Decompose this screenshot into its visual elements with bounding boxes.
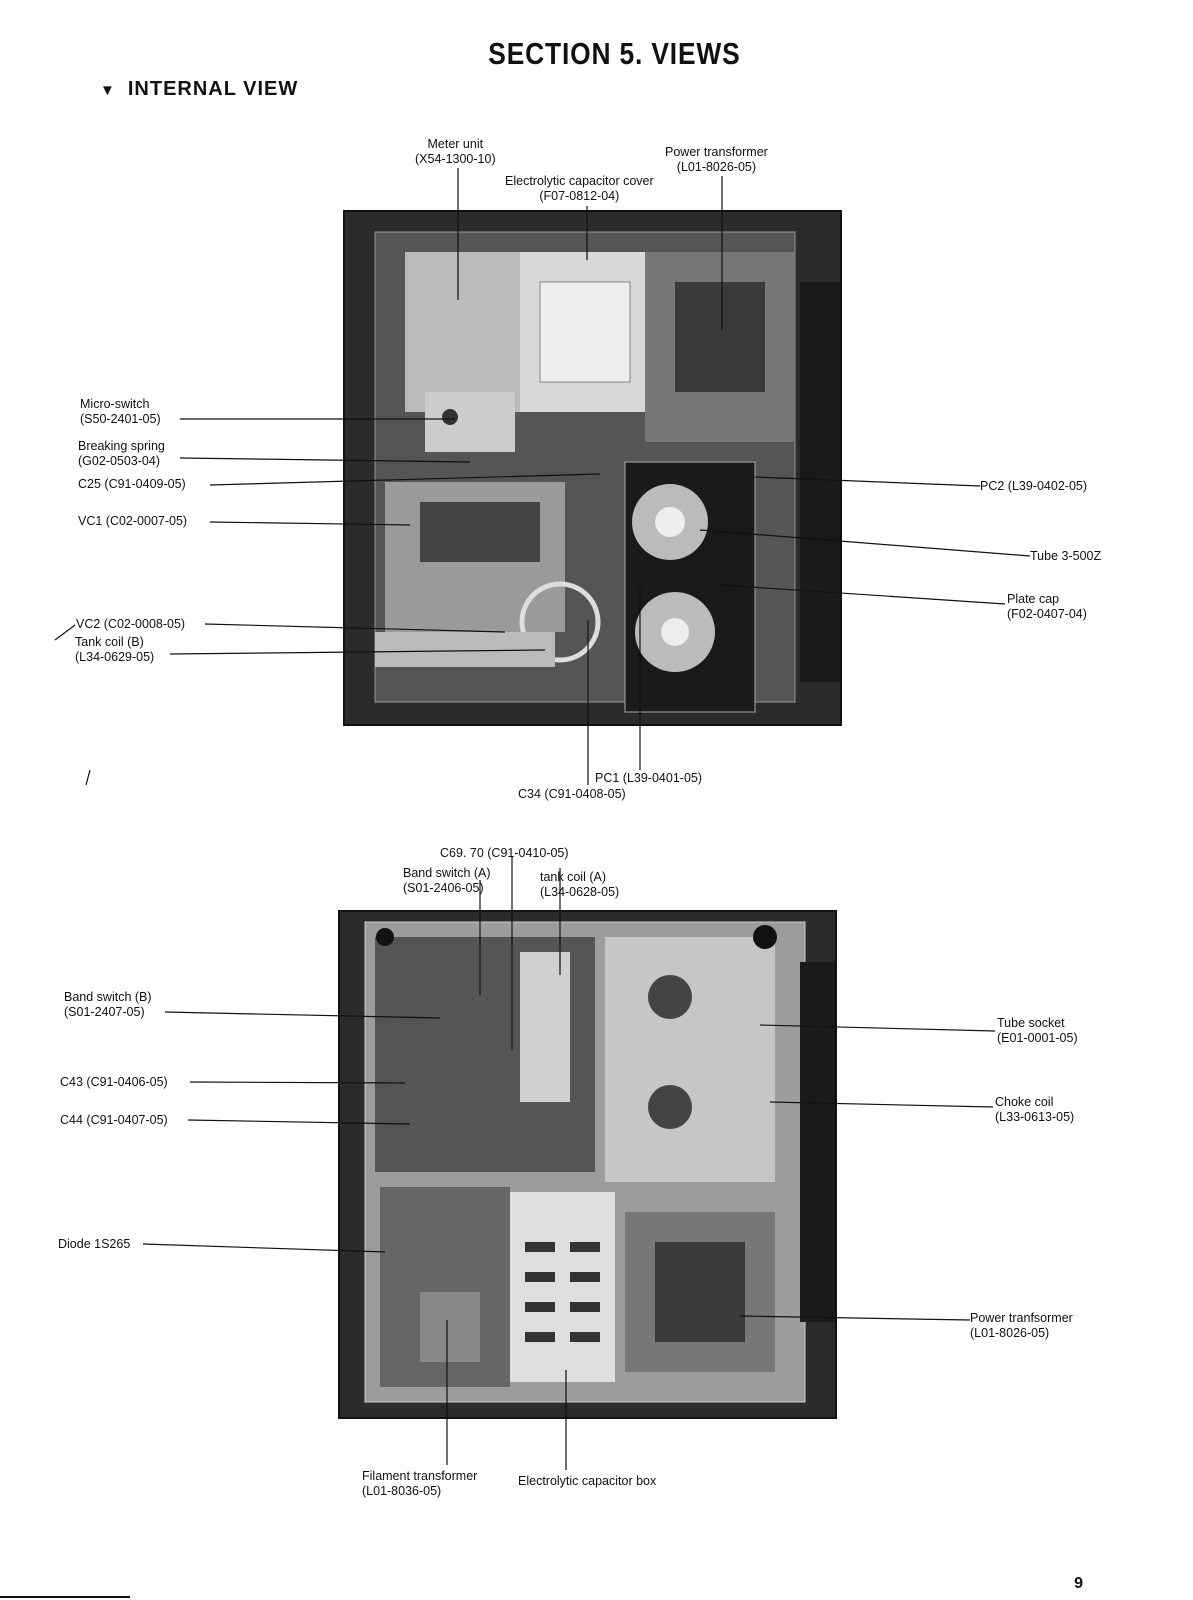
section-title: SECTION 5. VIEWS [488, 36, 741, 71]
label-c25: C25 (C91-0409-05) [78, 477, 186, 491]
top-view-photo [343, 210, 842, 726]
label-c69-70: C69. 70 (C91-0410-05) [440, 846, 569, 860]
label-breaking-spring: Breaking spring (G02-0503-04) [78, 439, 165, 468]
label-tank-coil-a: tank coil (A) (L34-0628-05) [540, 870, 620, 899]
label-pc2: PC2 (L39-0402-05) [980, 479, 1088, 493]
label-band-switch-a: Band switch (A) (S01-2406-05) [403, 866, 491, 895]
label-diode: Diode 1S265 [58, 1237, 131, 1251]
label-electrolytic-cover: Electrolytic capacitor cover (F07-0812-0… [505, 174, 654, 203]
label-choke-coil: Choke coil (L33-0613-05) [995, 1095, 1075, 1124]
label-c34: C34 (C91-0408-05) [518, 787, 626, 801]
label-filament-transformer: Filament transformer (L01-8036-05) [362, 1469, 478, 1498]
view-heading-text: INTERNAL VIEW [127, 78, 299, 100]
label-vc1: VC1 (C02-0007-05) [78, 514, 188, 528]
page-number: 9 [1074, 1575, 1083, 1592]
label-plate-cap: Plate cap (F02-0407-04) [1007, 592, 1087, 621]
label-tube-socket: Tube socket (E01-0001-05) [997, 1016, 1078, 1045]
label-tank-coil-b: Tank coil (B) (L34-0629-05) [75, 635, 155, 664]
view-heading: ▼ INTERNAL VIEW [100, 78, 298, 101]
label-tube: Tube 3-500Z [1030, 549, 1102, 563]
label-micro-switch: Micro-switch (S50-2401-05) [80, 397, 161, 426]
label-power-transformer: Power transformer (L01-8026-05) [665, 145, 768, 174]
label-band-switch-b: Band switch (B) (S01-2407-05) [64, 990, 152, 1019]
label-pc1: PC1 (L39-0401-05) [595, 771, 703, 785]
label-power-tranformer-b: Power tranfsormer (L01-8026-05) [970, 1311, 1073, 1340]
triangle-bullet-icon: ▼ [100, 82, 116, 99]
label-meter-unit: Meter unit (X54-1300-10) [415, 137, 496, 166]
label-electrolytic-box: Electrolytic capacitor box [518, 1474, 657, 1488]
footer-rule [0, 1596, 130, 1598]
label-c43: C43 (C91-0406-05) [60, 1075, 168, 1089]
bottom-view-photo [338, 910, 837, 1419]
label-c44: C44 (C91-0407-05) [60, 1113, 168, 1127]
label-vc2: VC2 (C02-0008-05) [76, 617, 186, 631]
